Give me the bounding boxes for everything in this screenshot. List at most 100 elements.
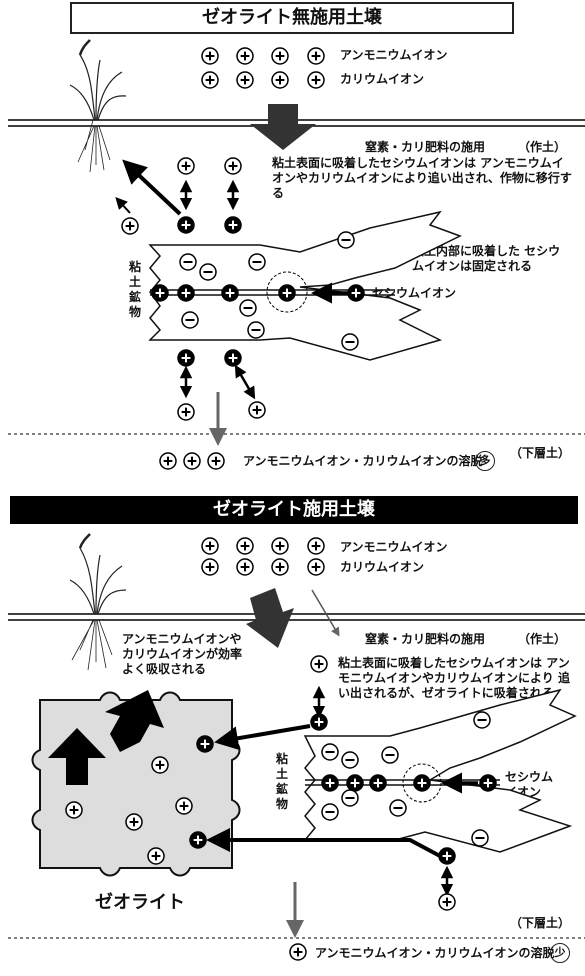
negative-charge-icon <box>248 253 266 271</box>
zeolite-label: ゼオライト <box>95 892 185 913</box>
negative-charge-icon <box>181 311 199 329</box>
uptake-arrow-1 <box>48 728 106 785</box>
top-fixed-region <box>266 271 308 313</box>
negative-charge-icon <box>337 231 355 249</box>
top-fertilizer-label: 窒素・カリ肥料の施用 <box>365 140 486 154</box>
cesium-ion-icon <box>151 284 169 302</box>
bottom-clay-label: 粘土鉱物 <box>275 752 288 811</box>
ion-symbols <box>65 47 497 961</box>
open-plus-ion-icon <box>201 558 219 576</box>
open-plus-ion-icon <box>248 401 266 419</box>
top-desorb-text: 粘土表面に吸着したセシウムイオンは アンモニウムイオンやカリウムイオンにより追い… <box>272 156 572 200</box>
top-topsoil-label: （作土） <box>518 140 567 154</box>
open-plus-ion-icon <box>307 537 325 555</box>
negative-charge-icon <box>381 746 399 764</box>
bottom-absorb-text: アンモニウムイオンやカリウムイオンが効率よく吸収される <box>122 632 243 676</box>
top-leach-mark: 多 <box>475 451 495 471</box>
open-plus-ion-icon <box>201 47 219 65</box>
open-plus-ion-icon <box>201 537 219 555</box>
top-uptake-arrow <box>122 159 182 216</box>
open-plus-ion-icon <box>159 452 177 470</box>
cesium-ion-icon <box>413 774 431 792</box>
bottom-clay-mineral <box>303 688 577 853</box>
cesium-ion-icon <box>346 774 364 792</box>
cesium-ion-icon <box>177 349 195 367</box>
negative-charge-icon <box>321 743 339 761</box>
cesium-ion-icon <box>196 735 214 753</box>
open-plus-ion-icon <box>236 71 254 89</box>
open-plus-ion-icon <box>147 847 165 865</box>
cesium-ion-icon <box>347 284 365 302</box>
bottom-ammonium-label: アンモニウムイオン <box>340 540 448 554</box>
negative-charge-icon <box>473 711 491 729</box>
cesium-ion-icon <box>321 774 339 792</box>
bottom-panel-title: ゼオライト施用土壌 <box>10 496 578 524</box>
open-plus-ion-icon <box>310 655 328 673</box>
top-small-arrow <box>115 197 131 214</box>
top-fertilizer-arrow <box>250 104 316 150</box>
negative-charge-icon <box>471 829 489 847</box>
bottom-fertilizer-arrow <box>246 588 294 648</box>
negative-charge-icon <box>389 799 407 817</box>
top-rice-plant-icon <box>69 39 127 173</box>
negative-charge-icon <box>321 803 339 821</box>
open-plus-ion-icon <box>236 558 254 576</box>
cesium-ion-icon <box>224 216 242 234</box>
open-plus-ion-icon <box>125 813 143 831</box>
open-plus-ion-icon <box>121 217 139 235</box>
open-plus-ion-icon <box>271 558 289 576</box>
open-plus-ion-icon <box>236 537 254 555</box>
negative-charge-icon <box>239 299 257 317</box>
open-plus-ion-icon <box>183 452 201 470</box>
bottom-rice-plant-icon <box>69 533 127 671</box>
top-exchange-arrow-4 <box>234 364 256 400</box>
cesium-ion-icon <box>278 284 296 302</box>
cesium-ion-icon <box>224 349 242 367</box>
bottom-soil-surface <box>8 613 585 621</box>
open-plus-ion-icon <box>438 893 456 911</box>
top-potassium-label: カリウムイオン <box>340 72 425 86</box>
bottom-zeolite-capture-arrow-1 <box>214 724 311 751</box>
top-clay-label: 粘土鉱物 <box>128 260 141 319</box>
bottom-potassium-label: カリウムイオン <box>340 560 425 574</box>
bottom-subsoil-label: （下層土） <box>510 916 571 930</box>
open-plus-ion-icon <box>177 157 195 175</box>
open-plus-ion-icon <box>271 47 289 65</box>
open-plus-ion-icon <box>289 943 307 961</box>
cesium-ion-icon <box>369 774 387 792</box>
negative-charge-icon <box>341 789 359 807</box>
cesium-ion-icon <box>438 847 456 865</box>
open-plus-ion-icon <box>236 47 254 65</box>
open-plus-ion-icon <box>307 47 325 65</box>
open-plus-ion-icon <box>151 756 169 774</box>
open-plus-ion-icon <box>271 537 289 555</box>
top-clay-mineral <box>148 210 462 361</box>
cesium-ion-icon <box>177 216 195 234</box>
open-plus-ion-icon <box>271 71 289 89</box>
open-plus-ion-icon <box>307 71 325 89</box>
open-plus-ion-icon <box>65 801 83 819</box>
bottom-leach-mark: 少 <box>550 943 570 963</box>
bottom-fertilizer-label: 窒素・カリ肥料の施用 <box>365 632 486 646</box>
open-plus-ion-icon <box>175 797 193 815</box>
top-subsoil-label: （下層土） <box>510 446 571 460</box>
top-panel-title: ゼオライト無施用土壌 <box>70 2 514 34</box>
negative-charge-icon <box>247 321 265 339</box>
top-fixed-text: 粘土内部に吸着した セシウムイオンは固定される <box>412 244 561 273</box>
negative-charge-icon <box>341 751 359 769</box>
negative-charge-icon <box>199 263 217 281</box>
cesium-ion-icon <box>479 774 497 792</box>
negative-charge-icon <box>341 333 359 351</box>
cesium-ion-icon <box>177 284 195 302</box>
cesium-ion-icon <box>221 284 239 302</box>
cesium-ion-icon <box>189 831 207 849</box>
bottom-desorb-text: 粘土表面に吸着したセシウムイオンは アンモニウムイオンやカリウムイオンにより 追… <box>338 656 570 700</box>
cesium-ion-icon <box>310 713 328 731</box>
open-plus-ion-icon <box>201 71 219 89</box>
bottom-thin-arrow <box>311 589 340 637</box>
bottom-zeolite-capture-arrow-2 <box>206 828 441 858</box>
open-plus-ion-icon <box>177 403 195 421</box>
open-plus-ion-icon <box>207 452 225 470</box>
open-plus-ion-icon <box>224 157 242 175</box>
uptake-arrow-2 <box>105 690 164 752</box>
